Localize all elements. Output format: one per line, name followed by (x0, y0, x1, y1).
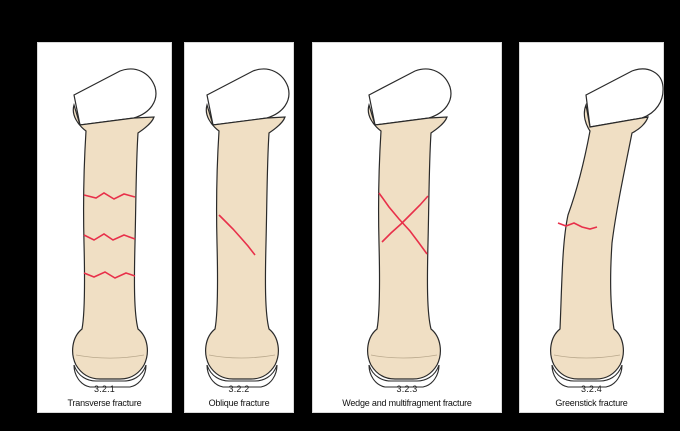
panel-greenstick: 3.2.4 Greenstick fracture (519, 42, 664, 413)
panel-code: 3.2.4 (520, 384, 663, 394)
femur-wedge-drawing (313, 43, 503, 414)
panel-caption: Oblique fracture (185, 398, 293, 408)
femoral-head-cartilage (207, 69, 289, 125)
panel-caption: Wedge and multifragment fracture (313, 398, 501, 408)
panel-oblique: 3.2.2 Oblique fracture (184, 42, 294, 413)
panel-code: 3.2.1 (38, 384, 171, 394)
panel-code: 3.2.2 (185, 384, 293, 394)
femur-greenstick-drawing (520, 43, 665, 414)
femoral-head-cartilage (74, 69, 156, 125)
panel-wedge: 3.2.3 Wedge and multifragment fracture (312, 42, 502, 413)
panel-caption: Greenstick fracture (520, 398, 663, 408)
femur-oblique-drawing (185, 43, 295, 414)
femur-shaft (368, 105, 447, 379)
panel-caption: Transverse fracture (38, 398, 171, 408)
panel-transverse: 3.2.1 Transverse fracture (37, 42, 172, 413)
femur-transverse-drawing (38, 43, 173, 414)
femur-shaft (73, 105, 154, 379)
femoral-head-cartilage (586, 69, 663, 127)
femur-shaft (551, 105, 648, 379)
panel-code: 3.2.3 (313, 384, 501, 394)
femoral-head-cartilage (369, 69, 451, 125)
